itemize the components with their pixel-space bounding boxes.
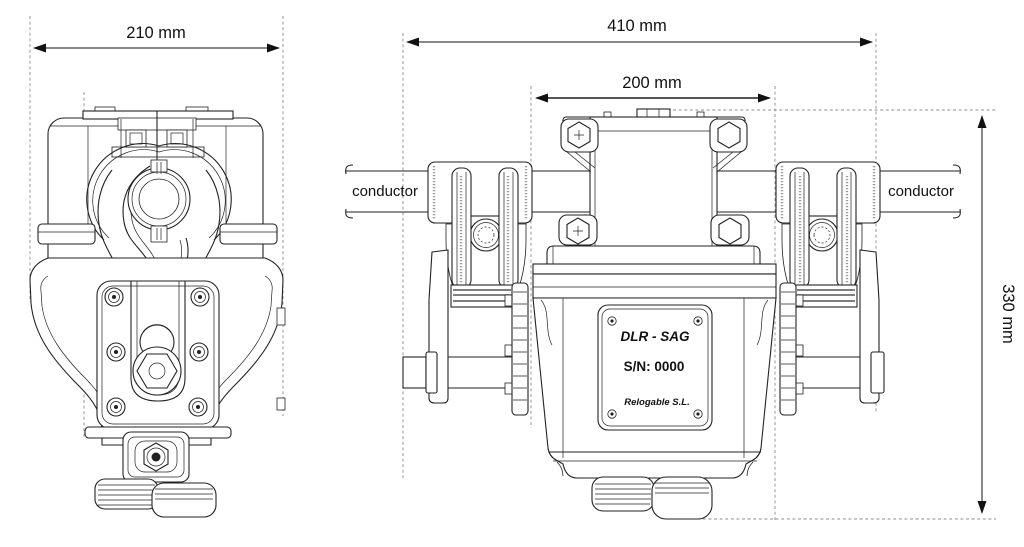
plate-screws xyxy=(104,287,210,417)
lower-flange-right xyxy=(710,214,750,246)
upper-flange-right xyxy=(709,118,748,173)
nameplate-serial: S/N: 0000 xyxy=(624,359,685,374)
dim-330-label: 330 mm xyxy=(999,284,1017,344)
side-view-drawing: DLR - SAG S/N: 0000 Relogable S.L. xyxy=(345,108,961,520)
nameplate-model: DLR - SAG xyxy=(621,329,690,344)
lower-flange-left xyxy=(558,214,598,246)
conductor-lines xyxy=(345,164,961,219)
nameplate: DLR - SAG S/N: 0000 Relogable S.L. xyxy=(597,304,713,431)
dim-200-label: 200 mm xyxy=(622,74,682,92)
nameplate-manufacturer: Relogable S.L. xyxy=(624,397,689,408)
conductor-label-left: conductor xyxy=(352,183,418,200)
conductor-label-right: conductor xyxy=(888,183,954,200)
front-view-drawing xyxy=(29,106,286,518)
dim-410-label: 410 mm xyxy=(607,17,667,35)
dimensions: 210 mm 410 mm 200 mm 330 mm conductor co… xyxy=(33,17,1017,514)
dim-210-label: 210 mm xyxy=(126,24,186,42)
upper-flange-left xyxy=(560,118,599,173)
